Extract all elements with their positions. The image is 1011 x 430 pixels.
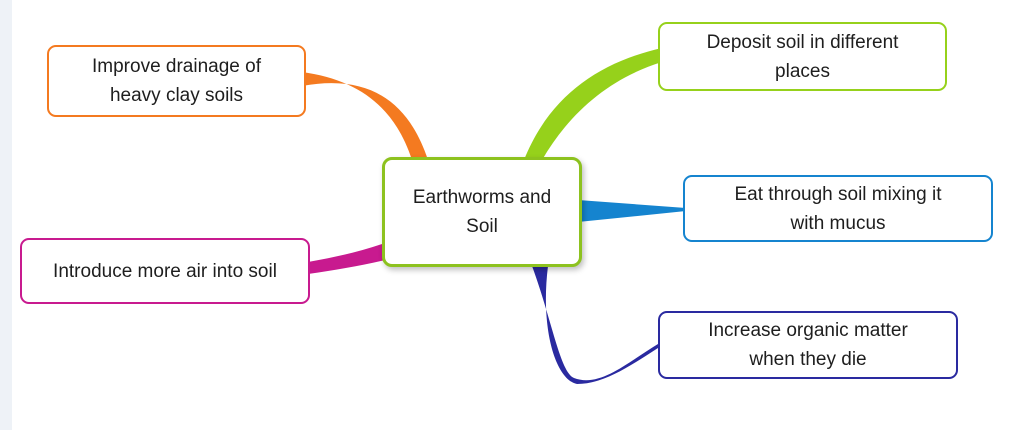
node-eat-through-soil-text: Eat through soil mixing it with mucus [734, 183, 942, 234]
node-improve-drainage[interactable]: Improve drainage of heavy clay soils [47, 45, 306, 117]
node-introduce-air-text: Introduce more air into soil [53, 260, 277, 282]
central-topic-text: Earthworms and Soil [412, 187, 552, 237]
node-introduce-air[interactable]: Introduce more air into soil [20, 238, 310, 304]
node-eat-through-soil[interactable]: Eat through soil mixing it with mucus [683, 175, 993, 242]
node-deposit-soil-text: Deposit soil in different places [706, 31, 899, 82]
node-improve-drainage-text: Improve drainage of heavy clay soils [92, 56, 261, 106]
node-deposit-soil[interactable]: Deposit soil in different places [658, 22, 947, 91]
branch-deposit-soil [524, 48, 662, 160]
branch-eat-through-soil [578, 200, 686, 222]
central-topic[interactable]: Earthworms and Soil [382, 157, 582, 267]
node-increase-organic[interactable]: Increase organic matter when they die [658, 311, 958, 379]
branch-introduce-air [308, 243, 385, 274]
node-increase-organic-text: Increase organic matter when they die [708, 320, 908, 370]
branch-improve-drainage [302, 72, 428, 160]
branch-increase-organic [532, 266, 658, 384]
left-margin-strip [0, 0, 12, 430]
